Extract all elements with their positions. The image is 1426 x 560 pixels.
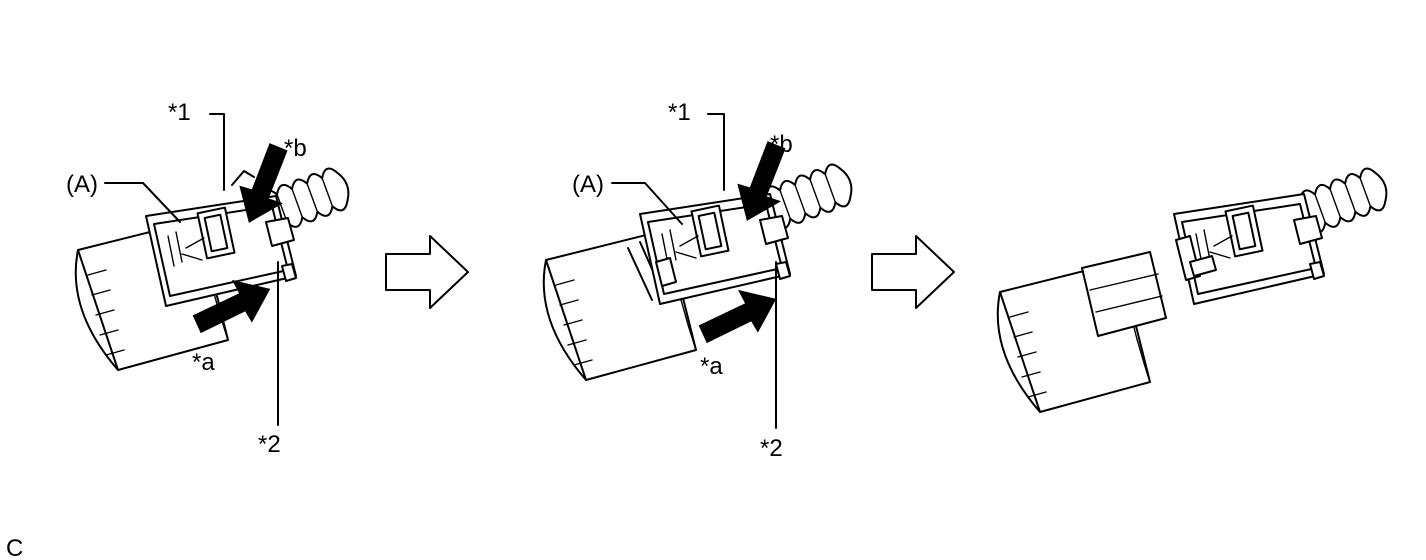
leader-A bbox=[611, 182, 683, 225]
step-3-illustration bbox=[996, 163, 1394, 413]
lock-tab bbox=[231, 170, 255, 186]
connector-clip bbox=[1189, 255, 1217, 277]
step-1-illustration: *1 (A) *b *a *2 bbox=[66, 99, 356, 458]
leader-1 bbox=[209, 113, 225, 191]
step-arrow-1 bbox=[385, 235, 469, 309]
step-arrow-2 bbox=[871, 235, 955, 309]
label-part-1: *1 bbox=[168, 99, 191, 126]
label-part-1: *1 bbox=[668, 99, 691, 126]
label-part-A: (A) bbox=[572, 171, 604, 198]
label-arrow-b: *b bbox=[284, 135, 307, 162]
label-part-2: *2 bbox=[258, 431, 281, 458]
leader-1 bbox=[707, 113, 725, 191]
connector-body bbox=[145, 195, 297, 307]
label-arrow-b: *b bbox=[770, 131, 793, 158]
connector-body bbox=[639, 193, 791, 305]
label-part-A: (A) bbox=[66, 171, 98, 198]
step-2-illustration: *1 (A) *b *a *2 bbox=[542, 99, 859, 462]
label-arrow-a: *a bbox=[700, 353, 723, 380]
housing-plug bbox=[1081, 251, 1167, 337]
leader-A bbox=[104, 182, 181, 223]
housing-plug-ribs bbox=[1089, 273, 1163, 313]
connector-latch bbox=[655, 257, 677, 287]
label-part-2: *2 bbox=[760, 435, 783, 462]
label-arrow-a: *a bbox=[192, 349, 215, 376]
figure-code: C bbox=[6, 535, 23, 560]
connector-body bbox=[1173, 193, 1325, 305]
